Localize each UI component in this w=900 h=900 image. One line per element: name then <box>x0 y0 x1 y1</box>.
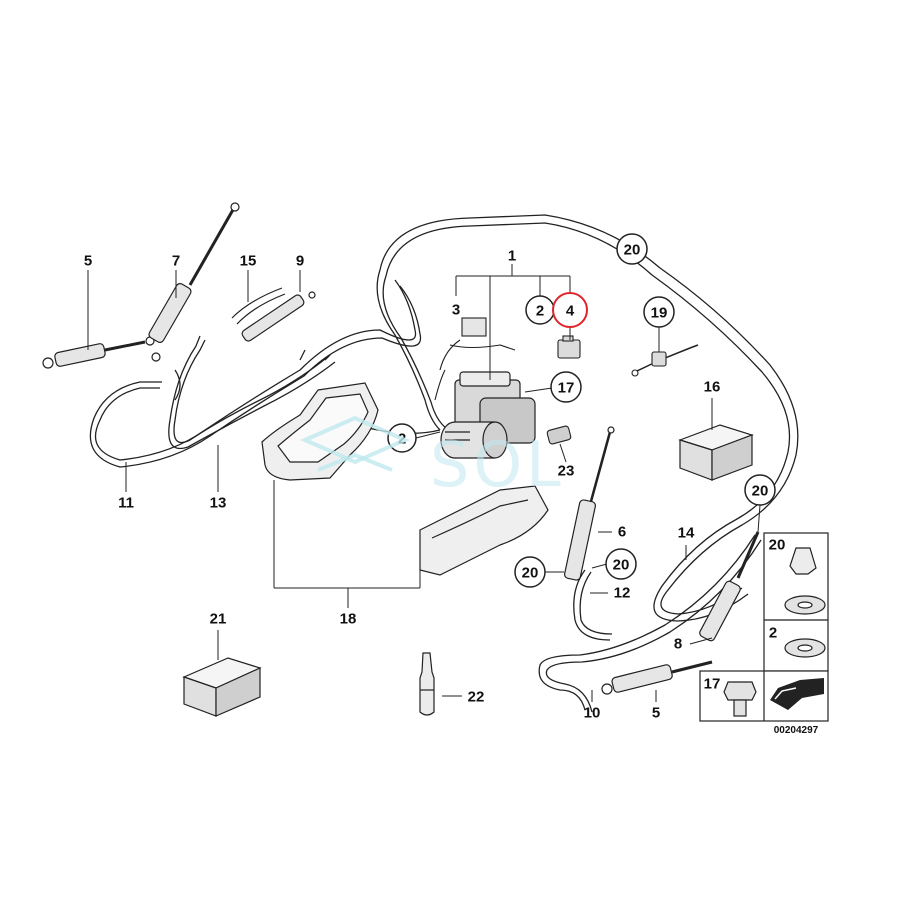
arrow-icon <box>770 678 824 710</box>
callout-8: 8 <box>674 636 682 653</box>
callout-4: 4 <box>566 303 575 320</box>
part-8-cylinder-right <box>699 531 760 642</box>
callout-circle-20-mid-left <box>514 556 546 588</box>
part-5-cylinder-lower <box>601 660 713 695</box>
clip-icon <box>789 547 817 575</box>
part-17-hydraulic-pump <box>440 371 536 459</box>
callout-20-right: 20 <box>752 483 769 500</box>
watermark-text: SOL <box>430 428 565 501</box>
callout-11: 11 <box>118 495 134 512</box>
callout-17: 17 <box>558 380 575 397</box>
callout-circle-17 <box>550 371 582 403</box>
part-5-cylinder-left <box>42 336 155 369</box>
legend-panel <box>699 532 829 722</box>
callout-2-top: 2 <box>536 303 544 320</box>
callout-15: 15 <box>240 253 257 270</box>
callout-19: 19 <box>651 305 668 322</box>
callout-13: 13 <box>210 495 227 512</box>
callout-16: 16 <box>704 379 721 396</box>
part-19-fitting <box>631 344 699 377</box>
callout-3: 3 <box>452 302 460 319</box>
part-16-box <box>678 424 754 481</box>
legend-label-2: 2 <box>769 625 777 642</box>
callout-23: 23 <box>558 463 575 480</box>
callout-20-top: 20 <box>624 242 641 259</box>
lower-wire-harness <box>538 534 762 713</box>
callout-5-bottom: 5 <box>652 705 660 722</box>
legend-label-20: 20 <box>769 537 786 554</box>
callout-14: 14 <box>678 525 695 542</box>
callout-9: 9 <box>296 253 304 270</box>
callout-circle-4-highlight <box>552 292 588 328</box>
legend-label-17: 17 <box>704 676 721 693</box>
callout-18: 18 <box>340 611 357 628</box>
left-wire-harness <box>89 279 422 468</box>
bolt-icon <box>723 681 757 717</box>
part-3-bracket <box>434 317 516 401</box>
part-9-rod <box>241 291 316 342</box>
part-4-relay <box>557 335 581 359</box>
circled-callouts <box>387 233 776 588</box>
callout-labels: 1 3 5 7 15 9 11 13 18 23 6 12 14 16 8 10… <box>84 248 721 722</box>
callout-1: 1 <box>508 248 516 265</box>
part-6-strut <box>564 426 615 581</box>
callout-10: 10 <box>584 705 601 722</box>
callout-6: 6 <box>618 524 626 541</box>
watermark: SOL <box>300 415 565 501</box>
callout-20-mid-left: 20 <box>522 565 539 582</box>
callout-12: 12 <box>614 585 631 602</box>
diagram-code: 00204297 <box>774 725 819 736</box>
callout-5-top: 5 <box>84 253 92 270</box>
callout-circle-20-top <box>616 233 648 265</box>
part-21-box <box>182 657 262 717</box>
part-23-connector <box>546 425 572 445</box>
leader-lines <box>87 264 761 702</box>
part-15-cable <box>231 287 286 325</box>
callout-21: 21 <box>210 611 227 628</box>
callout-circle-20-right <box>744 474 776 506</box>
part-22-fluid-bottle <box>419 652 435 716</box>
callout-20-mid-right: 20 <box>613 557 630 574</box>
part-7-gas-strut <box>148 202 240 362</box>
callout-circle-19 <box>643 296 675 328</box>
legend-labels: 20 2 17 <box>704 537 786 693</box>
callout-7: 7 <box>172 253 180 270</box>
callout-22: 22 <box>468 689 485 706</box>
callout-circle-20-mid-right <box>605 548 637 580</box>
